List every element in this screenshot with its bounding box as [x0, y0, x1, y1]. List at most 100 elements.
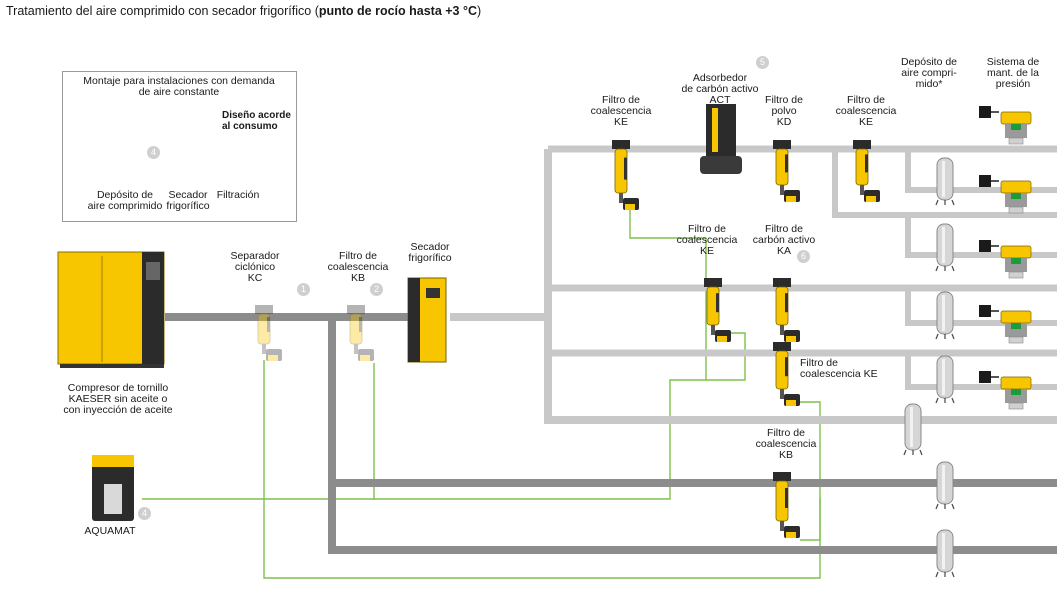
pressure-indicator [1011, 258, 1021, 264]
filter-stripe [267, 317, 270, 332]
dryer-display [426, 288, 440, 298]
drain-unit-accent [786, 336, 796, 342]
aquamat [92, 455, 134, 521]
pressure-valve [1005, 323, 1027, 337]
filter-head [773, 140, 791, 149]
pressure-valve [1005, 389, 1027, 403]
pressure-unit [979, 106, 1032, 145]
filter-stripe [785, 293, 788, 313]
act-accent [712, 108, 718, 152]
filter-head [612, 140, 630, 149]
kc-label: Separador ciclónico KC [230, 250, 280, 284]
tank-leg [935, 503, 939, 510]
pressure-base [1008, 206, 1024, 214]
tank-highlight [942, 533, 945, 569]
filter-head [773, 342, 791, 351]
filter-kb2 [773, 472, 800, 538]
inset-filtration-label: Filtración [216, 189, 260, 201]
compressor-base [60, 364, 164, 368]
filter-kd [773, 140, 800, 202]
pressure-unit [979, 175, 1032, 214]
filter-stripe [785, 488, 788, 508]
filter-head [347, 305, 365, 314]
receiver [935, 529, 955, 578]
pressure-sensor [979, 175, 991, 187]
filter-stripe [785, 357, 788, 377]
tank-highlight [942, 465, 945, 501]
drain-unit-accent [625, 204, 635, 210]
pipes [165, 145, 1057, 554]
pressure-valve [1005, 193, 1027, 207]
pressure-base [1008, 402, 1024, 410]
filter-kb1 [347, 305, 374, 361]
filter-head [853, 140, 871, 149]
pressure-base [1008, 336, 1024, 344]
inset-tank-label: Depósito de aire comprimido [87, 189, 163, 212]
drain-unit-accent [786, 196, 796, 202]
pressure-body [1000, 245, 1032, 259]
filter-drain [619, 193, 623, 203]
pressure-body [1000, 180, 1032, 194]
receiver [903, 403, 923, 456]
ke-right-label: Filtro de coalescencia KE [800, 357, 878, 380]
filter-head [773, 278, 791, 287]
filter-drain [780, 521, 784, 531]
tank-leg [951, 503, 955, 510]
tank-leg [919, 449, 923, 456]
kb1-badge: 2 [370, 283, 383, 296]
tank-leg [935, 397, 939, 404]
aquamat-lid [92, 455, 134, 467]
tank-leg [951, 397, 955, 404]
pressure-indicator [1011, 323, 1021, 329]
receiver [935, 157, 955, 206]
filter-drain [711, 325, 715, 335]
ke-top2-label: Filtro de coalescencia KE [835, 94, 897, 128]
drain-unit-accent [786, 532, 796, 538]
ke-top-label: Filtro de coalescencia KE [590, 94, 652, 128]
drain-unit-accent [268, 355, 278, 361]
pressure-sensor [979, 240, 991, 252]
ka-label: Filtro de carbón activo KA [752, 223, 816, 257]
filter-ke-mid [704, 278, 731, 342]
filter-stripe [716, 293, 719, 313]
drain-unit [358, 349, 374, 361]
drain-unit-accent [717, 336, 727, 342]
kd-label: Filtro de polvo KD [765, 94, 803, 128]
dryer-side [408, 278, 420, 362]
pressure-body [1000, 376, 1032, 390]
pressure-indicator [1011, 193, 1021, 199]
filter-drain [860, 185, 864, 195]
dry-pipe [832, 149, 1057, 218]
refrigeration-dryer [407, 277, 447, 363]
inset-tank-badge: 4 [147, 146, 160, 159]
condensate-lines [142, 205, 821, 579]
main-pipe [328, 317, 1057, 554]
pressure-indicator [1011, 389, 1021, 395]
filter-head [704, 278, 722, 287]
aquamat-badge: 4 [138, 507, 151, 520]
filter-drain [780, 325, 784, 335]
ka-badge: 6 [797, 250, 810, 263]
tank-highlight [910, 407, 913, 447]
filter-ka [773, 278, 800, 342]
filter-drain [262, 344, 266, 354]
compressor-panel [146, 262, 160, 280]
filter-stripe [785, 154, 788, 173]
compressor [57, 251, 165, 368]
filter-head [255, 305, 273, 314]
tank-highlight [942, 161, 945, 197]
tank-highlight [942, 359, 945, 395]
drain-unit [266, 349, 282, 361]
tank-leg [951, 571, 955, 578]
filter-drain [354, 344, 358, 354]
filter-ke-top2 [853, 140, 880, 202]
pressure-sensor [979, 106, 991, 118]
filter-drain [780, 389, 784, 399]
page-title: Tratamiento del aire comprimido con seca… [6, 4, 482, 18]
tank-leg [935, 571, 939, 578]
drain-unit-accent [786, 400, 796, 406]
filter-bowl [257, 313, 271, 345]
kb2-label: Filtro de coalescencia KB [755, 427, 817, 461]
dry-pipe [544, 149, 1057, 424]
tank-leg [951, 265, 955, 272]
